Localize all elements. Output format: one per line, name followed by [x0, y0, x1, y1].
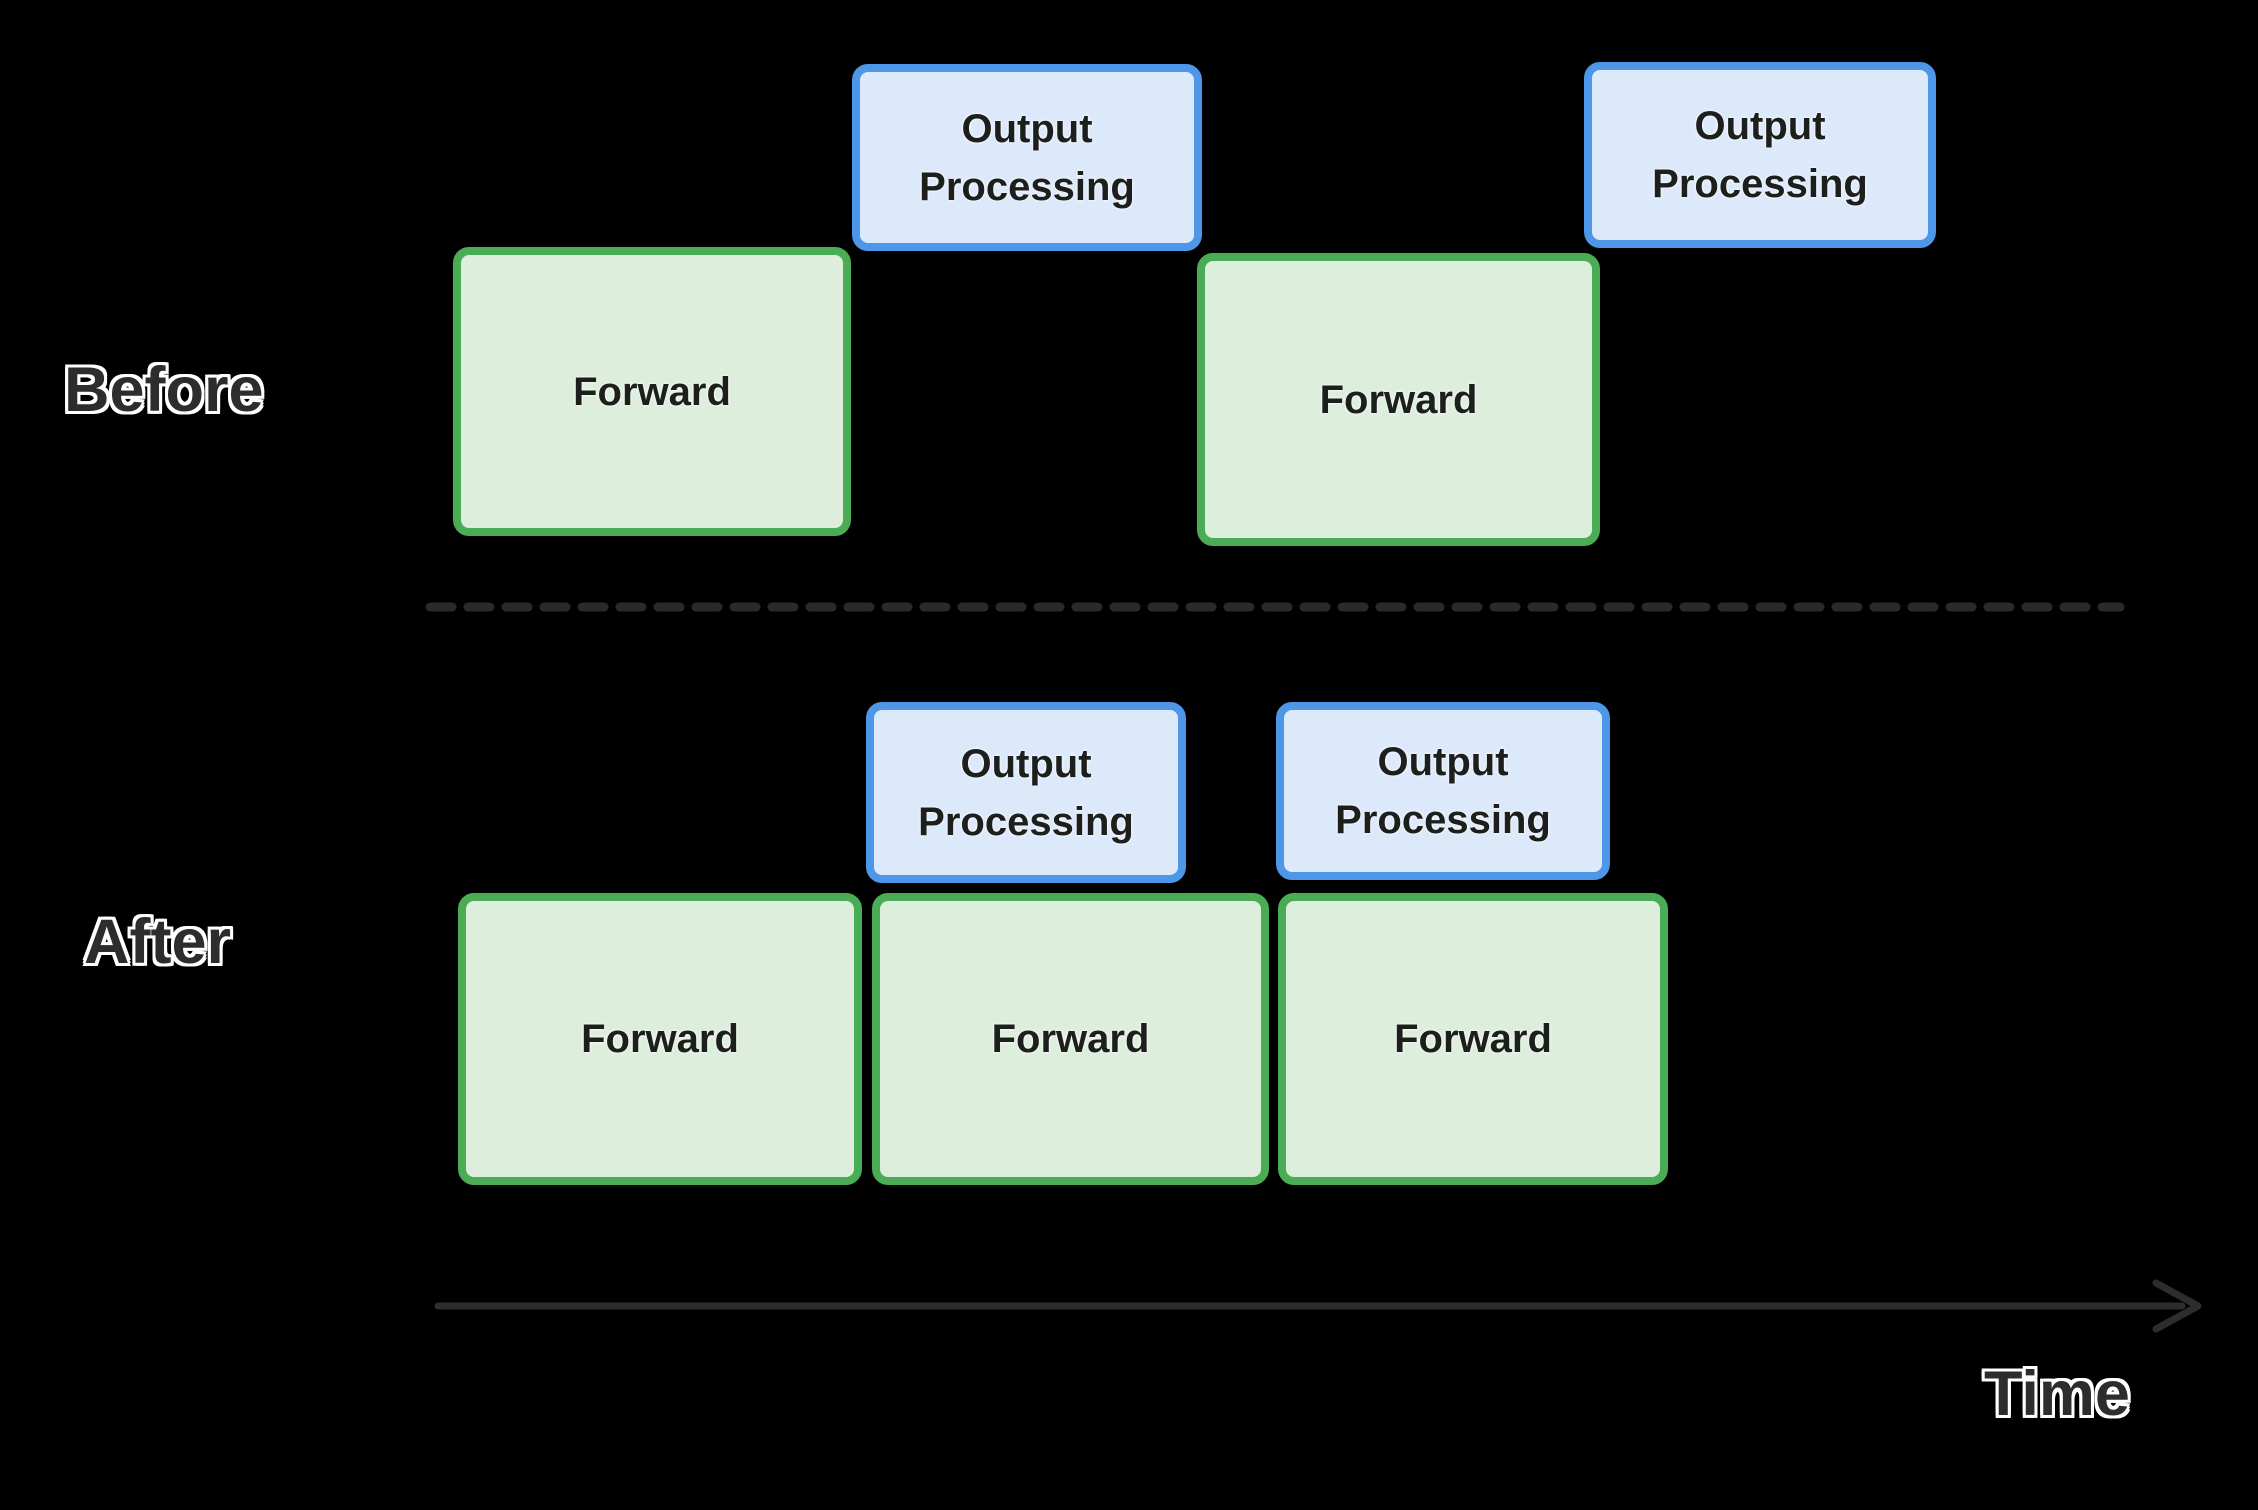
before-output-processing-box-2: Output Processing: [1584, 62, 1936, 248]
after-output-processing-box-1: Output Processing: [866, 702, 1186, 883]
before-forward-box-2: Forward: [1197, 253, 1600, 546]
box-label: Forward: [991, 1017, 1150, 1061]
box-label: Forward: [1319, 377, 1478, 422]
box-label: Output Processing: [919, 106, 1135, 209]
box-label: Forward: [1394, 1017, 1552, 1061]
time-axis-arrowhead-icon: [2152, 1279, 2202, 1333]
time-axis-label: Time: [1984, 1359, 2130, 1429]
before-output-processing-box-1: Output Processing: [852, 64, 1202, 251]
box-label: Forward: [573, 369, 731, 414]
after-forward-box-3: Forward: [1278, 893, 1668, 1185]
box-label: Forward: [581, 1017, 739, 1061]
after-forward-box-1: Forward: [458, 893, 862, 1185]
box-label: Output Processing: [918, 741, 1134, 844]
after-output-processing-box-2: Output Processing: [1276, 702, 1610, 880]
before-row-label: Before: [64, 355, 264, 425]
after-row-label: After: [84, 907, 232, 977]
box-label: Output Processing: [1335, 740, 1551, 842]
box-label: Output Processing: [1652, 104, 1868, 206]
after-forward-box-2: Forward: [872, 893, 1269, 1185]
before-forward-box-1: Forward: [453, 247, 851, 536]
